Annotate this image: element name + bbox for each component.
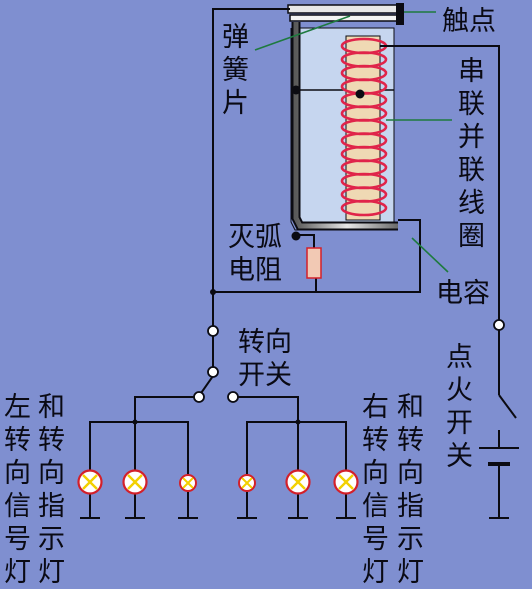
coil-core [345, 35, 381, 221]
junctions [132, 85, 365, 425]
series-parallel-coil [340, 37, 388, 217]
battery [479, 447, 519, 466]
arc-resistor [306, 247, 322, 279]
spring-plate-highlight [293, 22, 398, 229]
label-left-signal-lamp: 左 转 向 信 号 灯 [4, 392, 40, 588]
label-turn-switch: 转向 开关 [238, 327, 301, 391]
right-signal-lamp-large [333, 469, 359, 495]
label-right-signal-lamp: 右 转 向 信 号 灯 [362, 392, 398, 588]
left-signal-lamp-large [77, 469, 103, 495]
label-coil: 串 联 并 联 线 圈 [458, 56, 494, 252]
label-capacitor: 电容 [436, 278, 490, 309]
label-left-indicator-lamp: 和 转 向 指 示 灯 [38, 392, 74, 588]
contact-bar [287, 4, 401, 14]
right-indicator-lamp [238, 474, 256, 492]
contact-terminal [396, 3, 404, 25]
coil-turn [340, 199, 388, 217]
left-indicator-lamp [179, 474, 197, 492]
label-right-indicator-lamp: 和 转 向 指 示 灯 [397, 392, 433, 588]
label-spring: 弹 簧 片 [222, 22, 258, 119]
label-ignition-switch: 点 火 开 关 [446, 342, 482, 472]
switch-terminals [193, 319, 505, 403]
left-signal-lamp [122, 469, 148, 495]
label-contact: 触点 [442, 6, 496, 37]
label-arc-resistor: 灭弧 电阻 [228, 222, 291, 286]
leader-lines [254, 11, 452, 273]
right-signal-lamp [285, 469, 311, 495]
